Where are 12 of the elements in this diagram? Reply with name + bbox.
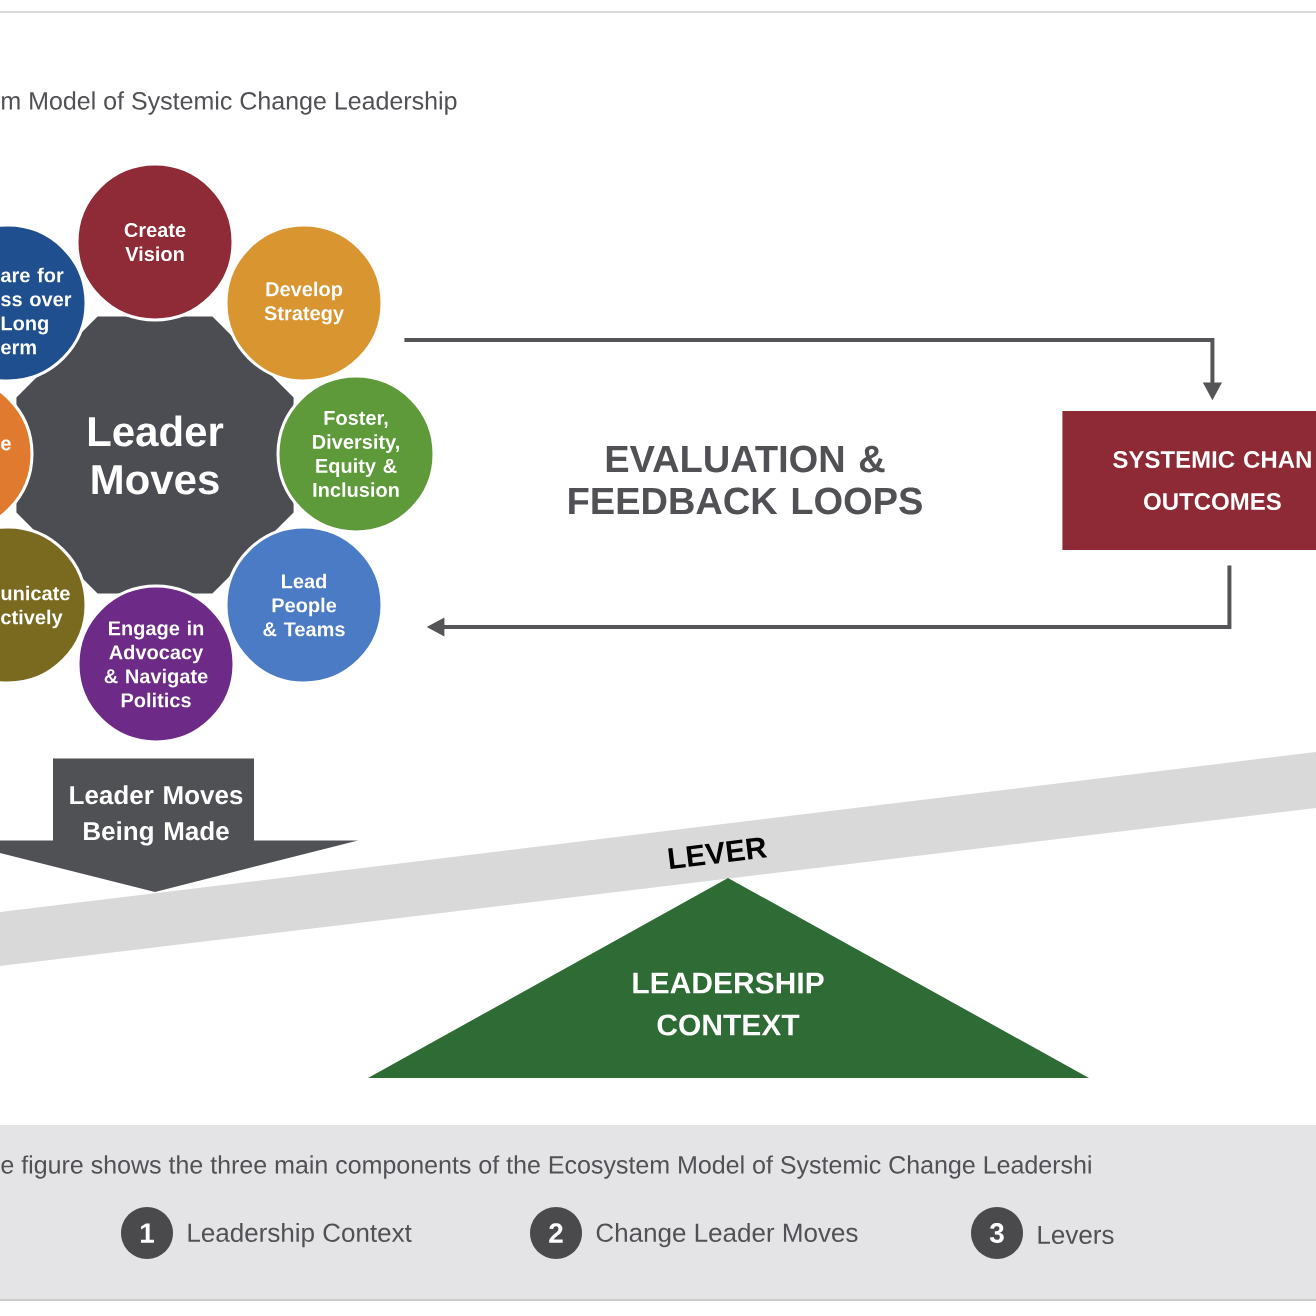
number-badge: 1 — [121, 1207, 173, 1259]
context-triangle: LEADERSHIP CONTEXT — [368, 878, 1089, 1078]
loop-label: EVALUATION & FEEDBACK LOOPS — [569, 445, 922, 515]
number-badge: 3 — [971, 1207, 1023, 1259]
list-item: Leadership Context — [188, 1222, 412, 1248]
outcome-box: SYSTEMIC CHAN OUTCOMES — [1062, 411, 1316, 550]
list-item: Levers — [1038, 1225, 1114, 1245]
edge-label: Leader Moves Being Made — [70, 785, 243, 846]
title: m Model of Systemic Change Leadership — [2, 91, 457, 115]
caption: e figure shows the three main components of the Ecosystem Model of Systemic Change Leadershi — [1, 1155, 1091, 1179]
list-item: Change Leader Moves — [596, 1222, 858, 1248]
number-badge: 2 — [530, 1207, 582, 1259]
